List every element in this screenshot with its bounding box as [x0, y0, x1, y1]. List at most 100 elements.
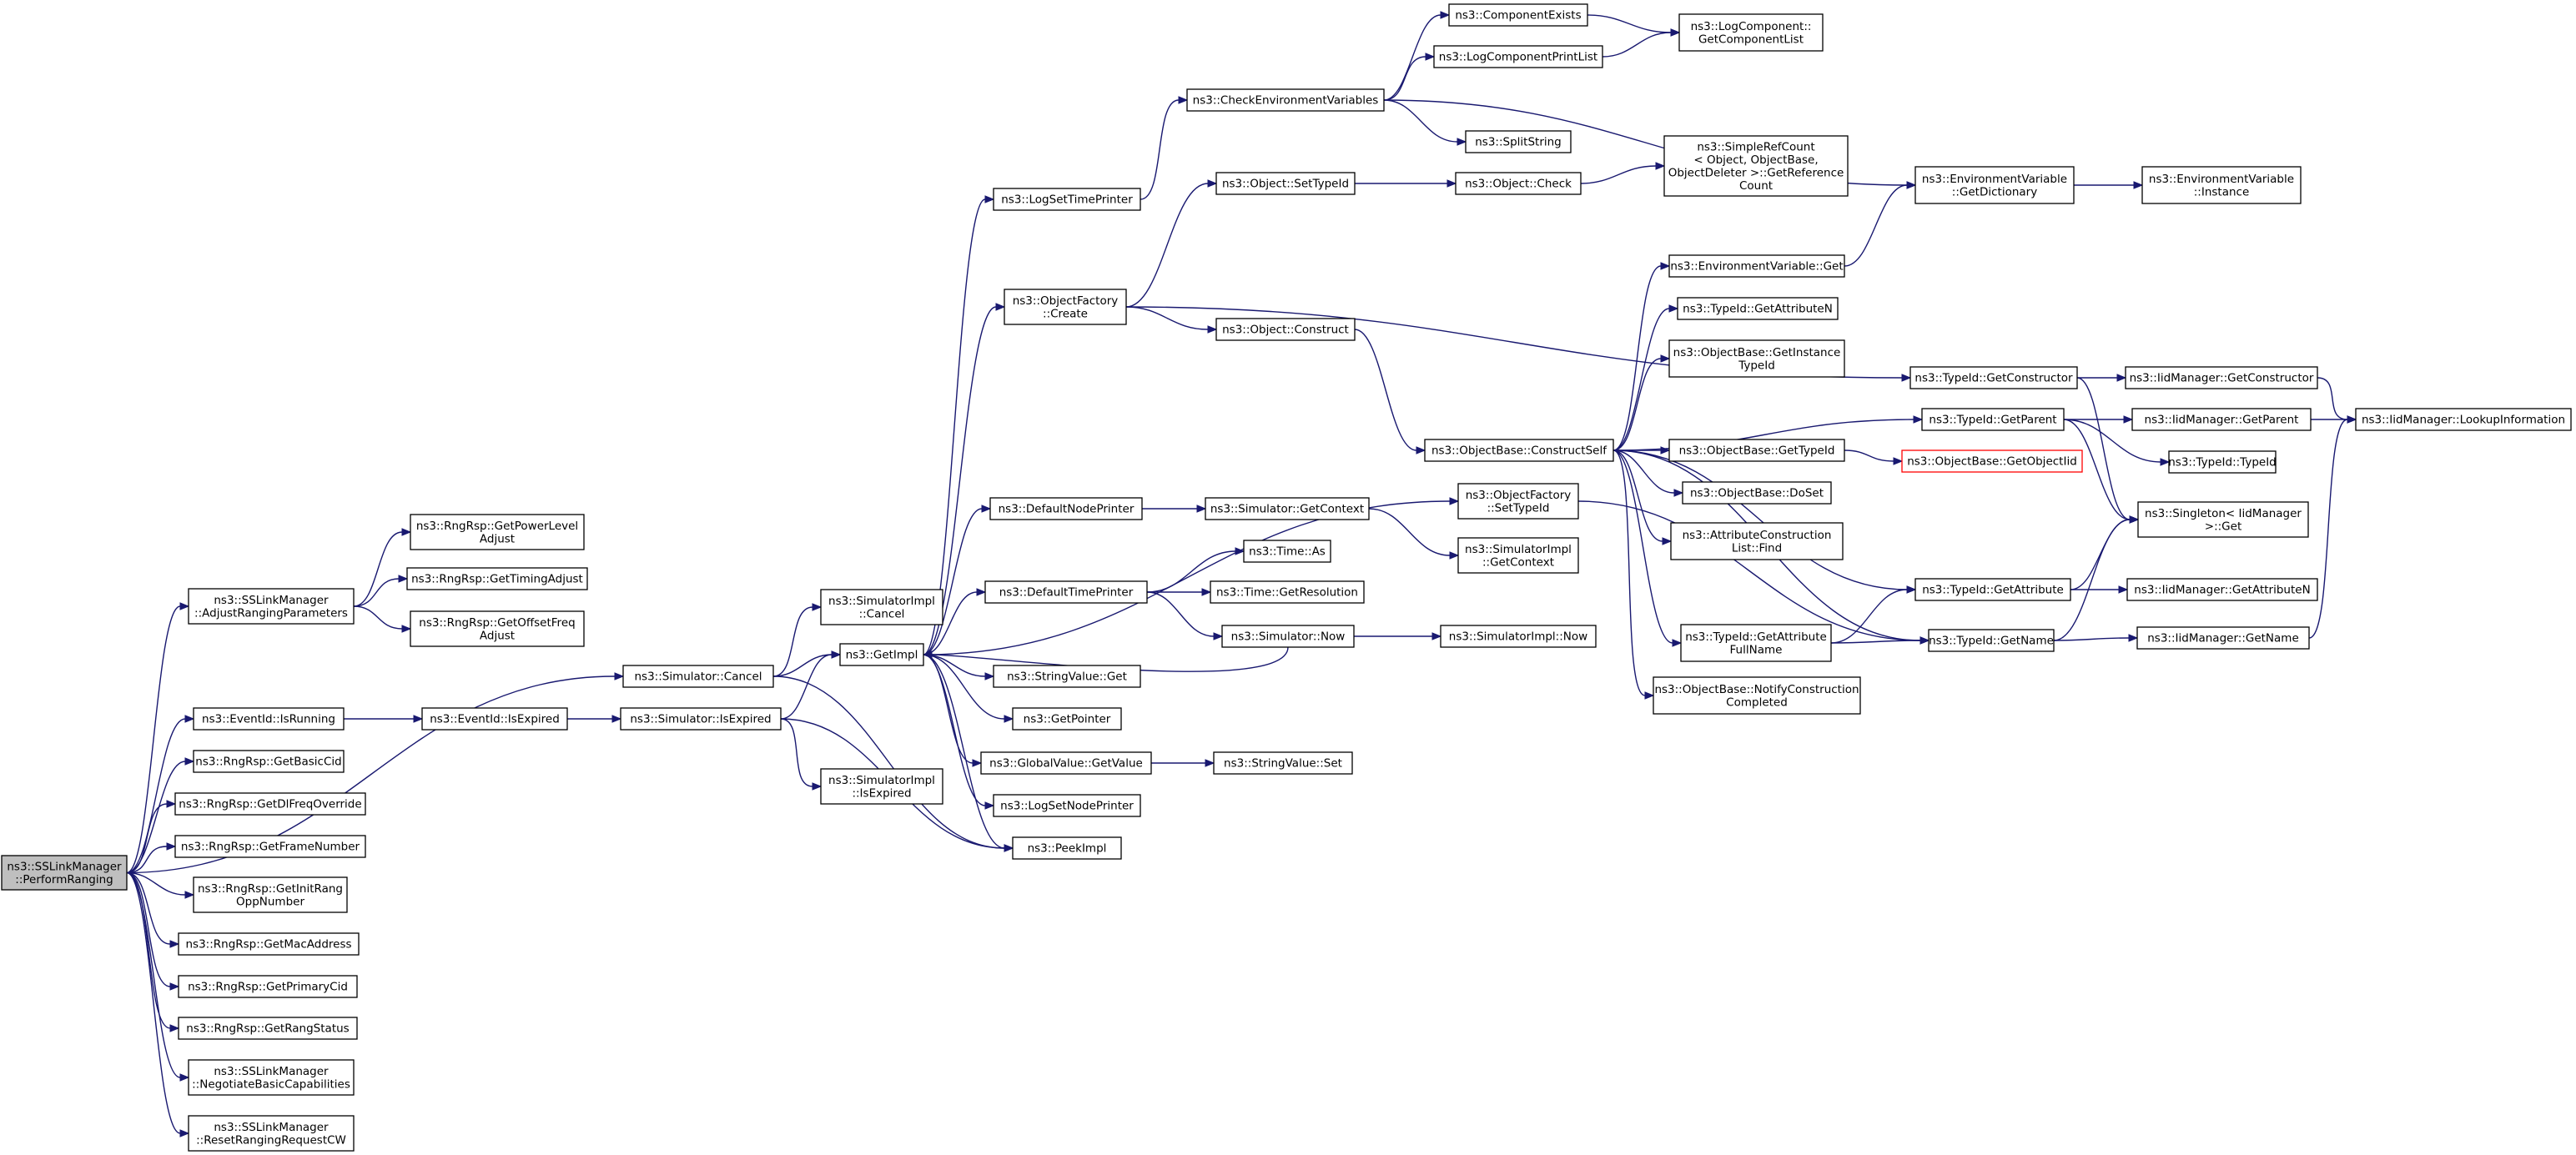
graph-node-root[interactable]: ns3::SSLinkManager::PerformRanging	[1, 855, 128, 891]
graph-node[interactable]: ns3::SimulatorImpl::Cancel	[820, 589, 943, 625]
graph-edge-line	[2063, 419, 2131, 520]
graph-node-label: ns3::EnvironmentVariable	[1922, 173, 2067, 186]
graph-node-box	[1678, 13, 1824, 52]
graph-node-label: ns3::IidManager::GetConstructor	[2130, 372, 2314, 385]
graph-node-label: List::Find	[1732, 541, 1782, 555]
graph-node[interactable]: ns3::SimulatorImpl::Now	[1440, 625, 1597, 648]
graph-node[interactable]: ns3::RngRsp::GetBasicCid	[193, 750, 345, 773]
graph-node[interactable]: ns3::Simulator::IsExpired	[620, 707, 782, 731]
graph-node[interactable]: ns3::ObjectBase::NotifyConstructionCompl…	[1653, 676, 1861, 715]
graph-node-label: ns3::StringValue::Set	[1224, 757, 1342, 771]
graph-node[interactable]: ns3::EnvironmentVariable::Get	[1668, 254, 1845, 278]
graph-node[interactable]: ns3::LogSetNodePrinter	[993, 794, 1141, 817]
graph-node[interactable]: ns3::EventId::IsExpired	[421, 707, 568, 731]
arrowhead-icon	[1457, 138, 1467, 146]
graph-node[interactable]: ns3::RngRsp::GetTimingAdjust	[406, 567, 588, 590]
graph-node[interactable]: ns3::ObjectBase::GetTypeId	[1668, 439, 1845, 462]
graph-node[interactable]: ns3::Singleton< IidManager>::Get	[2137, 501, 2309, 538]
graph-edge-line	[1368, 508, 1451, 556]
arrowhead-icon	[169, 940, 180, 948]
graph-node[interactable]: ns3::LogComponent::GetComponentList	[1678, 13, 1824, 52]
graph-edge	[2317, 377, 2357, 424]
graph-node[interactable]: ns3::RngRsp::GetMacAddress	[178, 932, 360, 956]
graph-node[interactable]: ns3::StringValue::Set	[1213, 751, 1353, 775]
graph-node[interactable]: ns3::ObjectBase::GetObjectIid	[1901, 449, 2083, 473]
graph-node[interactable]: ns3::ObjectBase::DoSet	[1682, 481, 1832, 505]
arrowhead-icon	[1672, 639, 1683, 647]
graph-node-label: ns3::GetPointer	[1024, 713, 1111, 726]
graph-node[interactable]: ns3::SimpleRefCount< Object, ObjectBase,…	[1663, 135, 1849, 197]
graph-node-label: ns3::LogComponent::	[1691, 20, 1812, 33]
graph-node[interactable]: ns3::CheckEnvironmentVariables	[1186, 88, 1385, 112]
graph-node[interactable]: ns3::LogSetTimePrinter	[993, 188, 1141, 211]
graph-node[interactable]: ns3::TypeId::GetConstructor	[1909, 366, 2078, 389]
graph-node[interactable]: ns3::EventId::IsRunning	[193, 707, 345, 731]
graph-node[interactable]: ns3::SSLinkManager::AdjustRangingParamet…	[188, 588, 355, 625]
graph-node[interactable]: ns3::Time::GetResolution	[1210, 580, 1365, 604]
graph-node-label: ns3::ObjectBase::GetInstance	[1673, 346, 1841, 359]
graph-node[interactable]: ns3::RngRsp::GetDlFreqOverride	[174, 792, 366, 816]
graph-node[interactable]: ns3::IidManager::GetParent	[2131, 408, 2312, 431]
graph-node[interactable]: ns3::Time::As	[1243, 540, 1331, 563]
graph-node[interactable]: ns3::IidManager::GetName	[2136, 626, 2310, 650]
graph-edge	[923, 195, 995, 655]
graph-node[interactable]: ns3::GlobalValue::GetValue	[980, 751, 1152, 775]
graph-node[interactable]: ns3::Simulator::Cancel	[622, 665, 774, 688]
arrowhead-icon	[1893, 457, 1904, 465]
graph-node-label: ns3::ObjectFactory	[1013, 294, 1119, 308]
graph-edge	[126, 715, 195, 874]
arrowhead-icon	[169, 982, 180, 991]
graph-node[interactable]: ns3::TypeId::GetParent	[1921, 408, 2065, 431]
graph-edge	[2053, 634, 2139, 642]
graph-node[interactable]: ns3::ComponentExists	[1448, 3, 1588, 27]
graph-node[interactable]: ns3::DefaultNodePrinter	[989, 497, 1143, 520]
graph-node[interactable]: ns3::TypeId::TypeId	[2168, 450, 2277, 474]
graph-edge	[1142, 505, 1207, 513]
graph-node[interactable]: ns3::RngRsp::GetRangStatus	[178, 1017, 358, 1040]
graph-node[interactable]: ns3::ObjectFactory::Create	[1004, 289, 1127, 325]
graph-node-label: ns3::SplitString	[1475, 136, 1562, 149]
graph-node[interactable]: ns3::SimulatorImpl::GetContext	[1457, 537, 1579, 574]
graph-node-box	[2137, 501, 2309, 538]
graph-node[interactable]: ns3::SimulatorImpl::IsExpired	[820, 768, 943, 805]
graph-node[interactable]: ns3::Object::Construct	[1215, 318, 1356, 341]
graph-node-label: ns3::EnvironmentVariable::Get	[1670, 260, 1843, 274]
graph-node[interactable]: ns3::EnvironmentVariable::GetDictionary	[1914, 166, 2075, 204]
graph-node[interactable]: ns3::SSLinkManager::ResetRangingRequestC…	[188, 1115, 355, 1152]
graph-edge-line	[1125, 306, 1209, 330]
graph-node[interactable]: ns3::SplitString	[1465, 130, 1572, 153]
graph-node[interactable]: ns3::TypeId::GetAttribute	[1914, 578, 2071, 601]
graph-node[interactable]: ns3::IidManager::GetAttributeN	[2126, 578, 2318, 601]
graph-edge-line	[1613, 449, 1663, 542]
graph-node[interactable]: ns3::RngRsp::GetPrimaryCid	[178, 975, 358, 998]
graph-node[interactable]: ns3::SSLinkManager::NegotiateBasicCapabi…	[188, 1059, 355, 1096]
graph-node[interactable]: ns3::LogComponentPrintList	[1433, 45, 1603, 68]
graph-node[interactable]: ns3::ObjectBase::ConstructSelf	[1424, 439, 1614, 462]
graph-node[interactable]: ns3::TypeId::GetName	[1928, 629, 2055, 652]
graph-node[interactable]: ns3::GetImpl	[839, 643, 924, 666]
graph-node[interactable]: ns3::PeekImpl	[1012, 836, 1122, 860]
graph-node[interactable]: ns3::StringValue::Get	[993, 665, 1141, 688]
graph-node[interactable]: ns3::Object::SetTypeId	[1215, 172, 1356, 195]
graph-node[interactable]: ns3::IidManager::GetConstructor	[2125, 366, 2318, 389]
graph-node[interactable]: ns3::Simulator::Now	[1221, 625, 1355, 648]
graph-node[interactable]: ns3::GetPointer	[1012, 707, 1122, 731]
graph-node[interactable]: ns3::TypeId::GetAttributeN	[1677, 297, 1839, 320]
graph-node[interactable]: ns3::RngRsp::GetFrameNumber	[174, 835, 366, 858]
graph-node-box	[820, 768, 943, 805]
graph-edge	[1830, 636, 1930, 645]
graph-node[interactable]: ns3::ObjectFactory::SetTypeId	[1457, 483, 1579, 520]
graph-node[interactable]: ns3::IidManager::LookupInformation	[2355, 408, 2572, 431]
graph-node-box	[1448, 3, 1588, 27]
graph-node-box	[1914, 166, 2075, 204]
graph-node[interactable]: ns3::Object::Check	[1455, 172, 1582, 195]
graph-node[interactable]: ns3::DefaultTimePrinter	[984, 580, 1148, 604]
graph-node[interactable]: ns3::EnvironmentVariable::Instance	[2141, 166, 2302, 204]
graph-node[interactable]: ns3::Simulator::GetContext	[1205, 497, 1370, 520]
